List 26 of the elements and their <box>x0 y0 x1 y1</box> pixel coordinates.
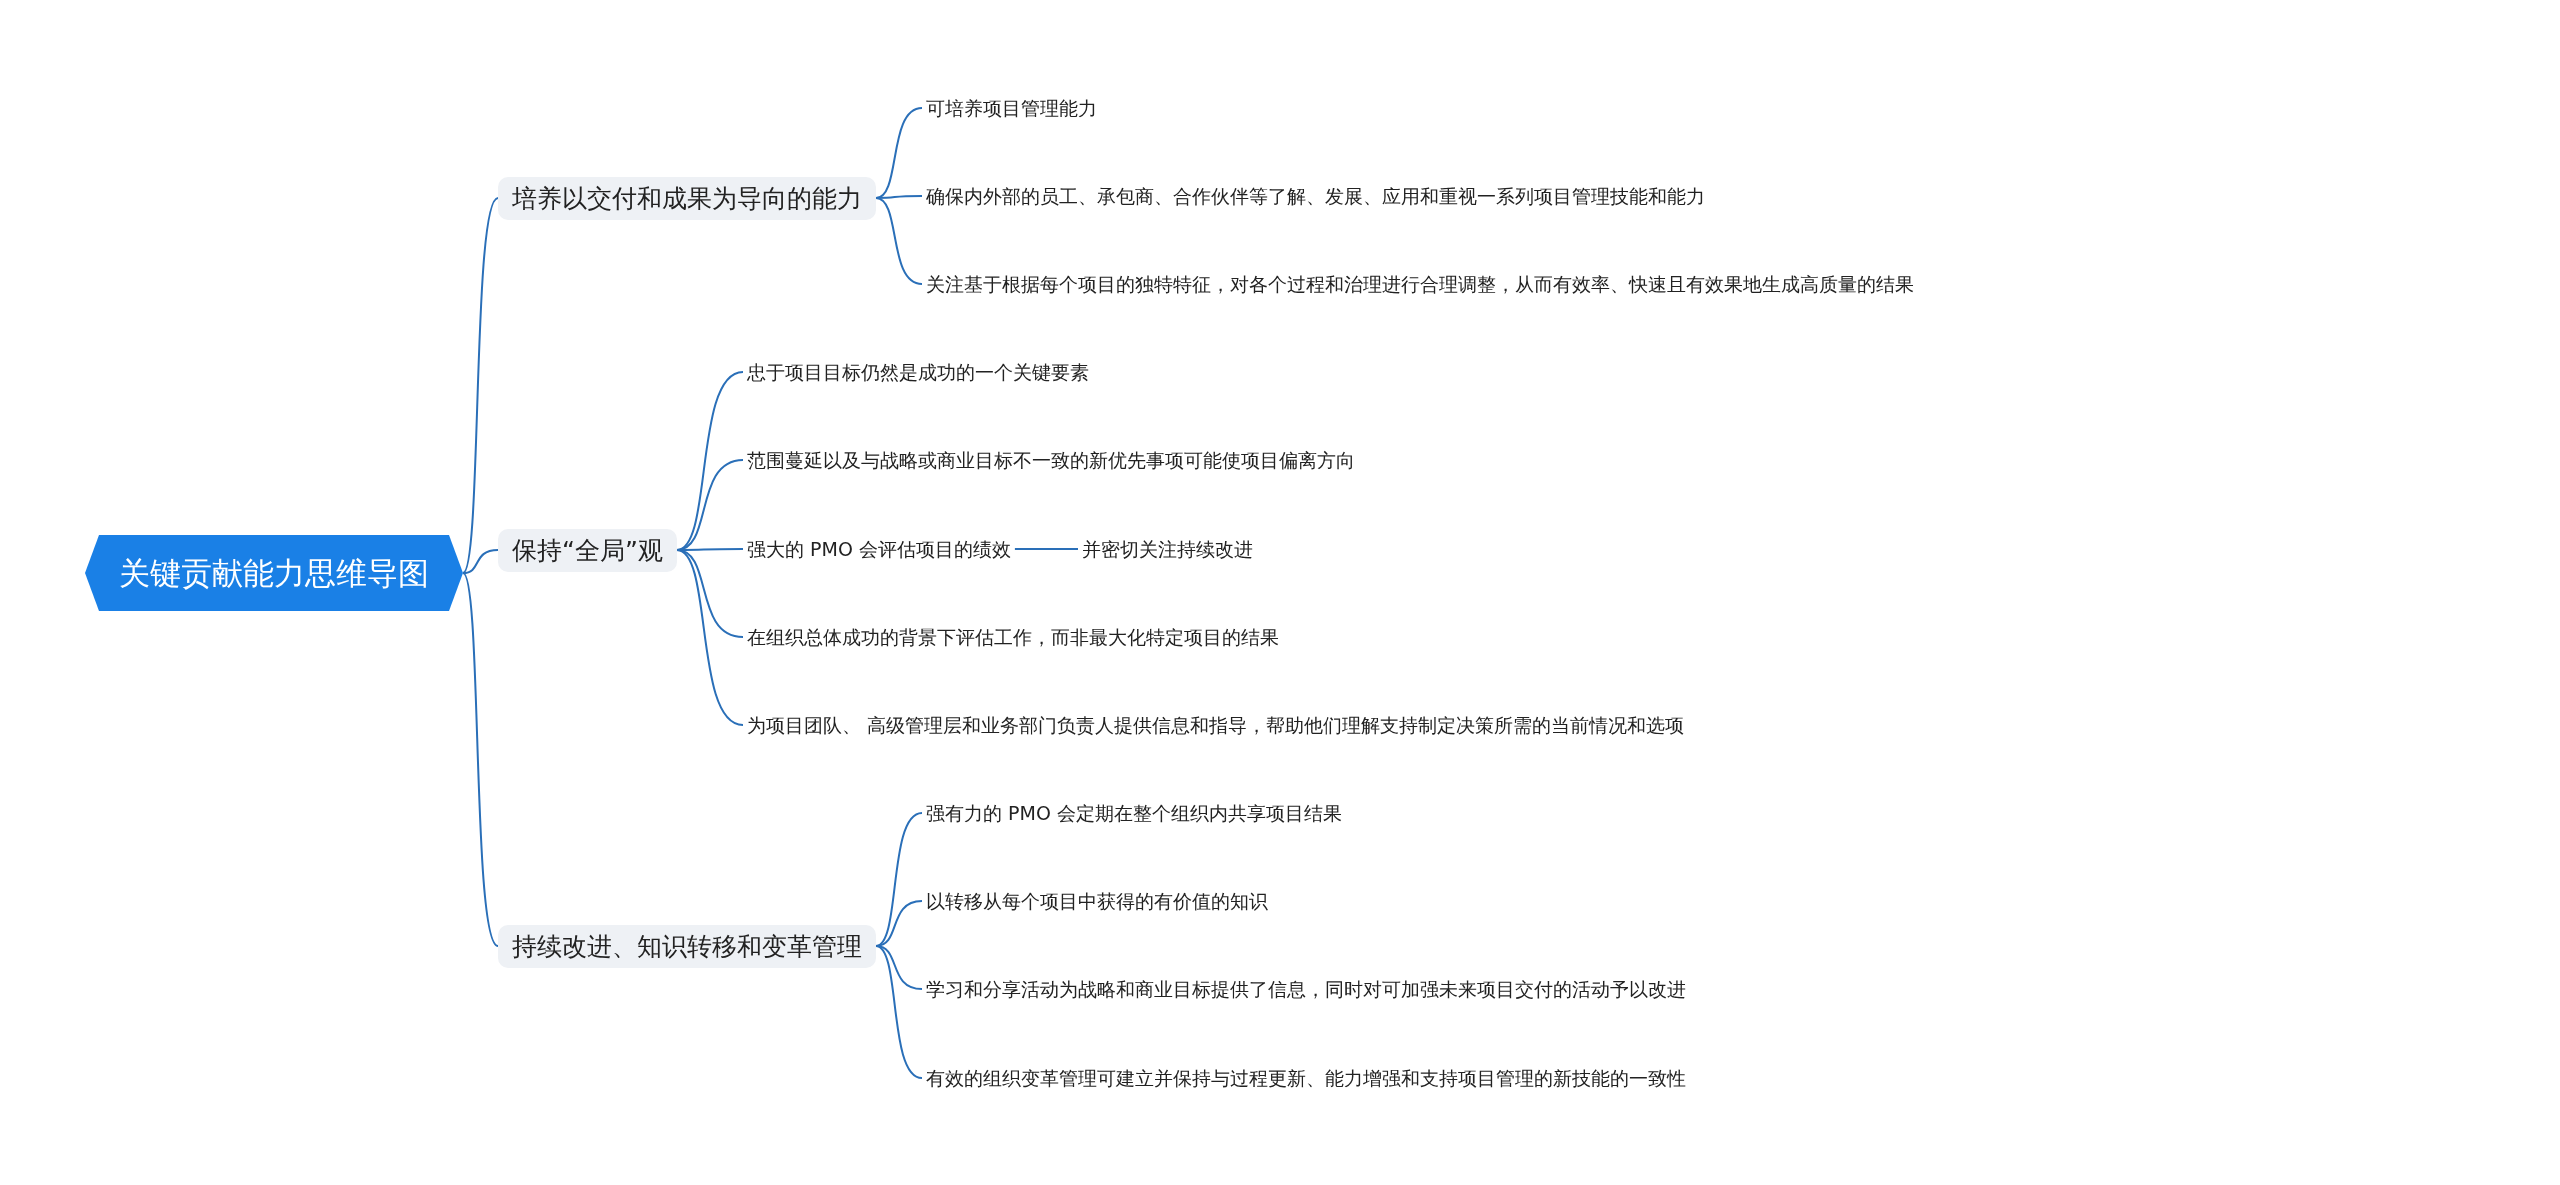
leaf-text: 为项目团队、 高级管理层和业务部门负责人提供信息和指导，帮助他们理解支持制定决策所需的当前情况和选项 <box>743 710 1689 740</box>
connector-line <box>462 549 499 574</box>
connector-line <box>462 197 499 574</box>
leaf-text: 并密切关注持续改进 <box>1078 534 1257 564</box>
connector-line <box>1013 548 1079 550</box>
connector-line <box>462 572 499 947</box>
leaf-text: 有效的组织变革管理可建立并保持与过程更新、能力增强和支持项目管理的新技能的一致性 <box>922 1063 1690 1093</box>
leaf-text: 强大的 PMO 会评估项目的绩效 <box>743 534 1015 564</box>
connector-line <box>875 197 923 285</box>
branch-topic: 保持“全局”观 <box>498 528 677 572</box>
leaf-text: 忠于项目目标仍然是成功的一个关键要素 <box>743 357 1093 387</box>
central-topic: 关键贡献能力思维导图 <box>85 535 463 611</box>
branch-topic: 持续改进、知识转移和变革管理 <box>498 924 876 968</box>
branch-topic: 培养以交付和成果为导向的能力 <box>498 176 876 220</box>
leaf-text: 关注基于根据每个项目的独特特征，对各个过程和治理进行合理调整，从而有效率、快速且有效果地生成高质量的结果 <box>922 269 1918 299</box>
connector-line <box>675 549 744 726</box>
leaf-text: 确保内外部的员工、承包商、合作伙伴等了解、发展、应用和重视一系列项目管理技能和能力 <box>922 181 1709 211</box>
leaf-text: 范围蔓延以及与战略或商业目标不一致的新优先事项可能使项目偏离方向 <box>743 445 1359 475</box>
leaf-text: 学习和分享活动为战略和商业目标提供了信息，同时对可加强未来项目交付的活动予以改进 <box>922 974 1690 1004</box>
leaf-text: 可培养项目管理能力 <box>922 93 1101 123</box>
connector-line <box>875 107 923 199</box>
leaf-text: 以转移从每个项目中获得的有价值的知识 <box>922 886 1272 916</box>
connector-line <box>875 812 923 947</box>
leaf-text: 在组织总体成功的背景下评估工作，而非最大化特定项目的结果 <box>743 622 1283 652</box>
connector-line <box>875 945 923 1079</box>
leaf-text: 强有力的 PMO 会定期在整个组织内共享项目结果 <box>922 798 1346 828</box>
